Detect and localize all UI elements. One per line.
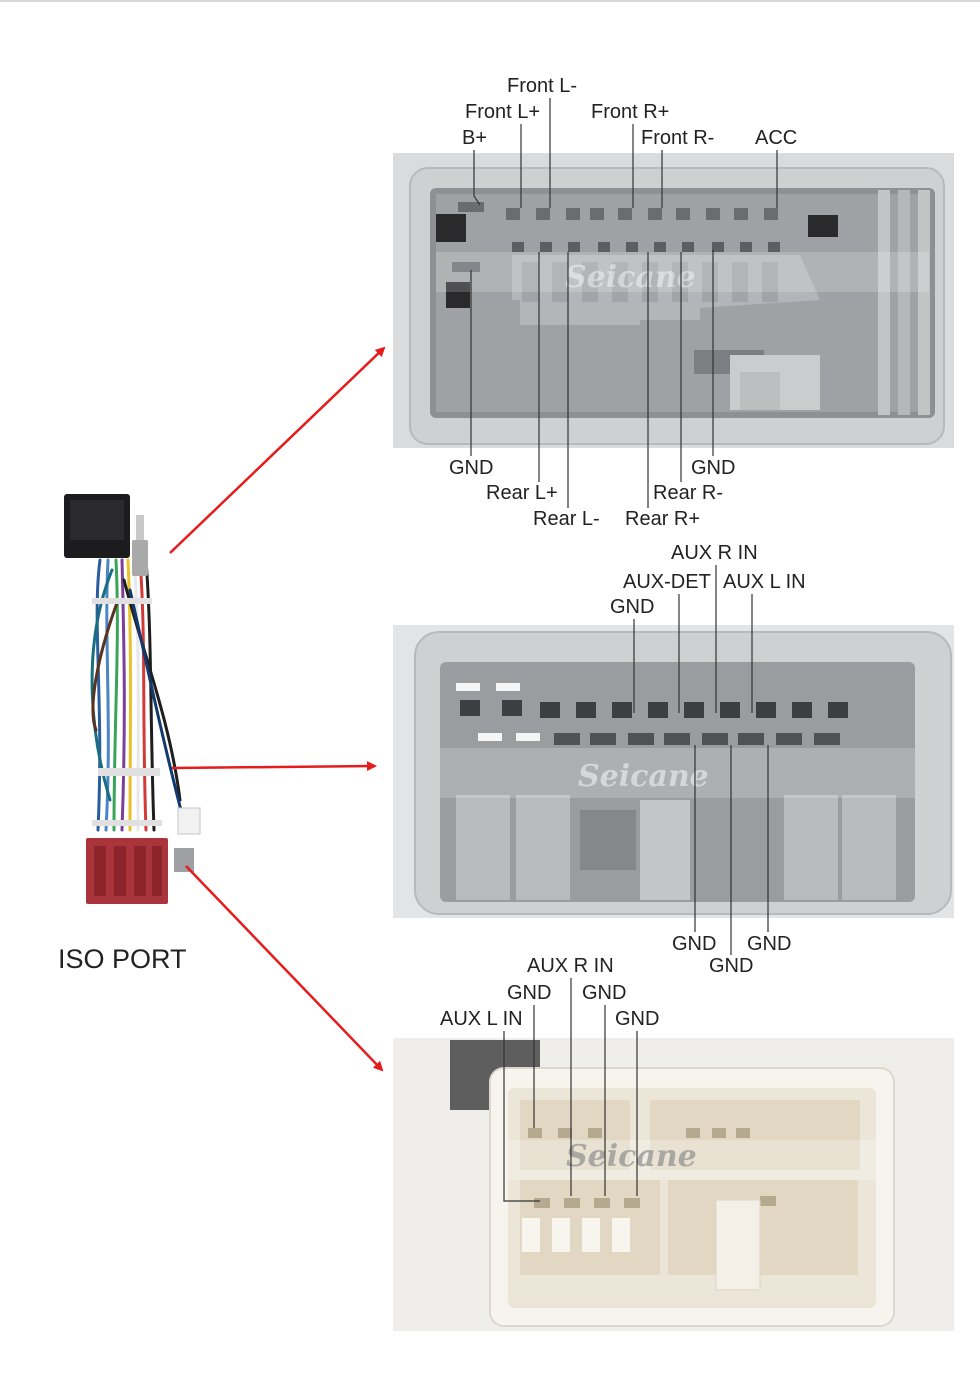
label-front-l-minus: Front L- <box>507 75 578 97</box>
label-front-l-plus: Front L+ <box>465 101 541 123</box>
label-gnd-c1-right: GND <box>691 457 736 479</box>
label-gnd-c2-top: GND <box>610 596 655 618</box>
arrow-to-connector3 <box>185 865 384 1072</box>
label-b-plus: B+ <box>462 127 488 149</box>
label-aux-r-in-c3: AUX R IN <box>527 955 614 977</box>
label-gnd-c3-c: GND <box>615 1008 660 1030</box>
label-rear-l-minus: Rear L- <box>533 508 600 530</box>
label-aux-r-in-c2: AUX R IN <box>671 542 758 564</box>
label-gnd-c2-a: GND <box>672 933 717 955</box>
label-aux-l-in-c3: AUX L IN <box>440 1008 523 1030</box>
label-gnd-c2-c: GND <box>709 955 754 977</box>
connector1-photo: Seicane <box>393 153 954 448</box>
label-acc: ACC <box>755 127 798 149</box>
iso-harness-photo <box>64 494 201 904</box>
top-divider <box>0 0 980 2</box>
label-gnd-c1-left: GND <box>449 457 494 479</box>
watermark-3: Seicane <box>566 1139 697 1174</box>
label-rear-r-plus: Rear R+ <box>625 508 701 530</box>
arrow-to-connector2 <box>171 761 377 772</box>
iso-port-label: ISO PORT <box>58 944 187 974</box>
watermark-2: Seicane <box>578 759 709 794</box>
label-gnd-c3-a: GND <box>507 982 552 1004</box>
label-aux-l-in-c2: AUX L IN <box>723 571 806 593</box>
label-front-r-minus: Front R- <box>641 127 715 149</box>
leader-lines <box>470 98 778 1202</box>
label-front-r-plus: Front R+ <box>591 101 670 123</box>
label-gnd-c3-b: GND <box>582 982 627 1004</box>
label-gnd-c2-b: GND <box>747 933 792 955</box>
connector2-photo: Seicane <box>393 625 954 918</box>
arrow-to-connector1 <box>169 346 386 554</box>
connector3-photo: Seicane <box>393 1038 954 1331</box>
label-rear-r-minus: Rear R- <box>653 482 724 504</box>
arrows <box>169 346 386 1072</box>
watermark-1: Seicane <box>565 260 696 295</box>
label-rear-l-plus: Rear L+ <box>486 482 558 504</box>
label-aux-det: AUX-DET <box>623 571 711 593</box>
